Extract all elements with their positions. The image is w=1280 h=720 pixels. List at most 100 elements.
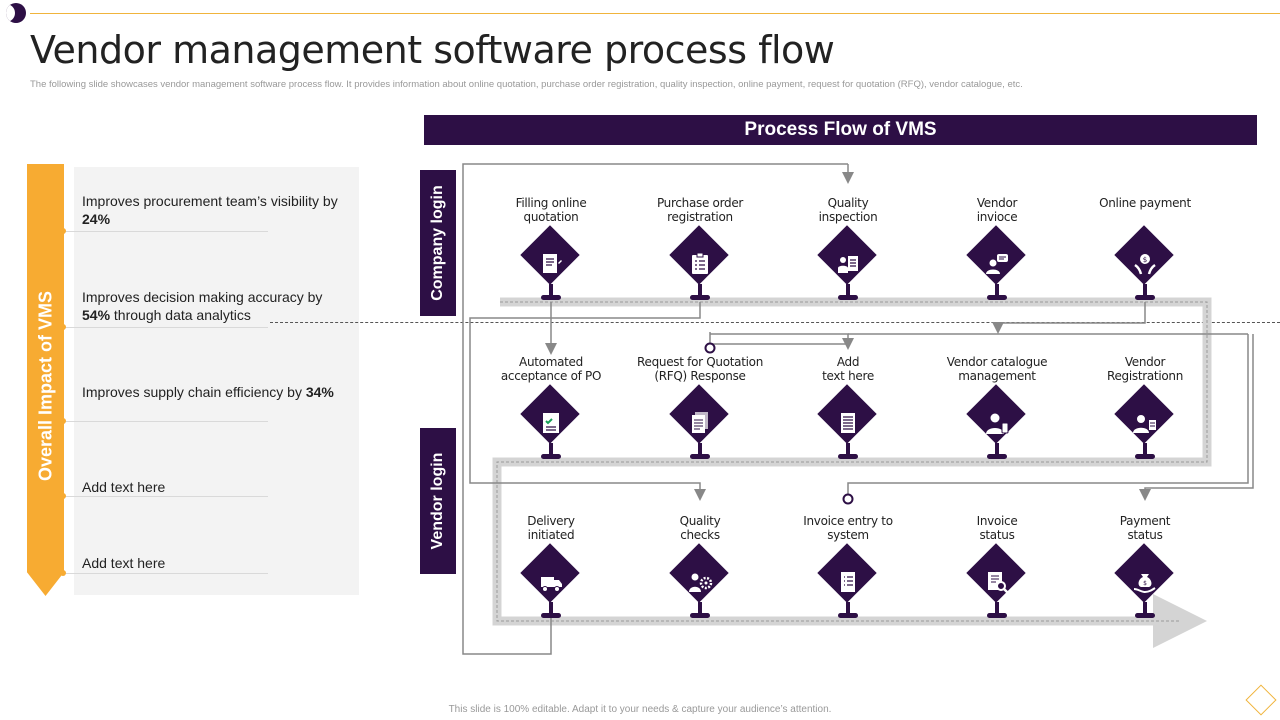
step-label-line: management	[958, 369, 1036, 383]
step-label-line: Invoice	[976, 514, 1018, 528]
step-label: Online payment	[1075, 196, 1215, 210]
impact-bullet-dot	[60, 228, 66, 234]
step-pin	[1143, 443, 1147, 455]
person-gear-icon	[689, 573, 713, 592]
impact-item-percent: 34%	[305, 384, 334, 400]
step-marker	[669, 543, 731, 622]
step-pin-base	[690, 295, 710, 300]
page-title: Vendor management software process flow	[30, 28, 835, 72]
step-marker	[966, 225, 1028, 304]
step-marker: $	[1114, 225, 1176, 304]
impact-item-underline	[64, 496, 268, 497]
backbone-path	[492, 297, 1212, 648]
step-pin-base	[838, 613, 858, 618]
step-pin	[995, 443, 999, 455]
clipboard-list-icon	[692, 252, 708, 274]
impact-bullet-dot	[60, 570, 66, 576]
step-label-line: Request for Quotation	[636, 355, 763, 369]
page-subtitle: The following slide showcases vendor man…	[30, 79, 1023, 90]
step-pin	[698, 443, 702, 455]
company-login-label-box: Company login	[420, 170, 456, 316]
step-pin-base	[541, 454, 561, 459]
person-phone-icon	[986, 413, 1009, 434]
step-label-line: initiated	[527, 528, 575, 542]
impact-item-text: Add text here	[82, 555, 166, 571]
top-rule	[30, 13, 1280, 14]
step-label-line: inspection	[818, 210, 878, 224]
step-pin-base	[541, 613, 561, 618]
step-label-line: acceptance of PO	[500, 369, 602, 383]
step-pin-base	[838, 295, 858, 300]
step-pin	[995, 602, 999, 614]
svg-text:$: $	[1143, 256, 1147, 264]
footer-note: This slide is 100% editable. Adapt it to…	[448, 704, 832, 715]
impact-bullet-dot	[60, 324, 66, 330]
impact-item: Improves supply chain efficiency by 34%	[82, 383, 352, 401]
step-label-line: Quality	[827, 196, 869, 210]
money-bag-hand-icon: $	[1133, 574, 1156, 594]
step-label-line: registration	[667, 210, 733, 224]
checklist-icon	[543, 413, 559, 433]
step-label-line: Delivery	[527, 514, 575, 528]
hand-coin-icon: $	[1134, 254, 1156, 275]
step-pin	[995, 284, 999, 296]
impact-panel	[74, 167, 359, 595]
step-pin-base	[1135, 613, 1155, 618]
vendor-login-label-box: Vendor login	[420, 428, 456, 574]
connector-node-circle	[842, 493, 854, 505]
impact-item-text: Improves supply chain efficiency by	[82, 384, 306, 400]
step-marker	[1114, 384, 1176, 463]
step-label-line: status	[1127, 528, 1163, 542]
step-marker: $	[1114, 543, 1176, 622]
impact-bullet-dot	[60, 493, 66, 499]
impact-item-text: Improves decision making accuracy by	[82, 289, 323, 305]
step-pin-base	[1135, 454, 1155, 459]
step-label-line: Online payment	[1099, 196, 1191, 210]
svg-text:$: $	[1143, 580, 1147, 587]
step-marker	[817, 543, 879, 622]
step-label-line: Registrationn	[1106, 369, 1184, 383]
step-marker	[966, 543, 1028, 622]
step-label-line: Payment	[1119, 514, 1171, 528]
person-form-icon	[1133, 415, 1156, 433]
step-label-line: Automated	[519, 355, 583, 369]
step-marker	[669, 225, 731, 304]
step-pin-base	[987, 295, 1007, 300]
step-pin-base	[690, 454, 710, 459]
step-marker	[817, 225, 879, 304]
step-pin-base	[1135, 295, 1155, 300]
step-pin	[1143, 284, 1147, 296]
step-label-line: Add	[836, 355, 860, 369]
step-label-line: Vendor	[1124, 355, 1166, 369]
impact-item: Improves procurement team’s visibility b…	[82, 192, 352, 228]
step-label-line: Purchase order	[656, 196, 744, 210]
step-pin-base	[838, 454, 858, 459]
impact-bullet-dot	[60, 418, 66, 424]
invoice-list-icon	[841, 572, 855, 592]
step-pin-base	[987, 613, 1007, 618]
step-pin	[698, 284, 702, 296]
step-pin	[549, 602, 553, 614]
impact-item: Add text here	[82, 478, 352, 496]
step-pin	[846, 602, 850, 614]
step-label-line: Vendor catalogue	[946, 355, 1048, 369]
document-pen-icon	[543, 254, 562, 273]
impact-item-text-rest: through data analytics	[110, 307, 251, 323]
step-pin	[846, 284, 850, 296]
process-flow-header: Process Flow of VMS	[424, 115, 1257, 145]
step-pin-base	[987, 454, 1007, 459]
step-pin-base	[690, 613, 710, 618]
step-label-line: text here	[822, 369, 874, 383]
impact-arrow-bar	[27, 164, 64, 596]
impact-item-percent: 54%	[82, 307, 111, 323]
step-label-line: quotation	[523, 210, 579, 224]
impact-item: Improves decision making accuracy by 54%…	[82, 288, 352, 324]
